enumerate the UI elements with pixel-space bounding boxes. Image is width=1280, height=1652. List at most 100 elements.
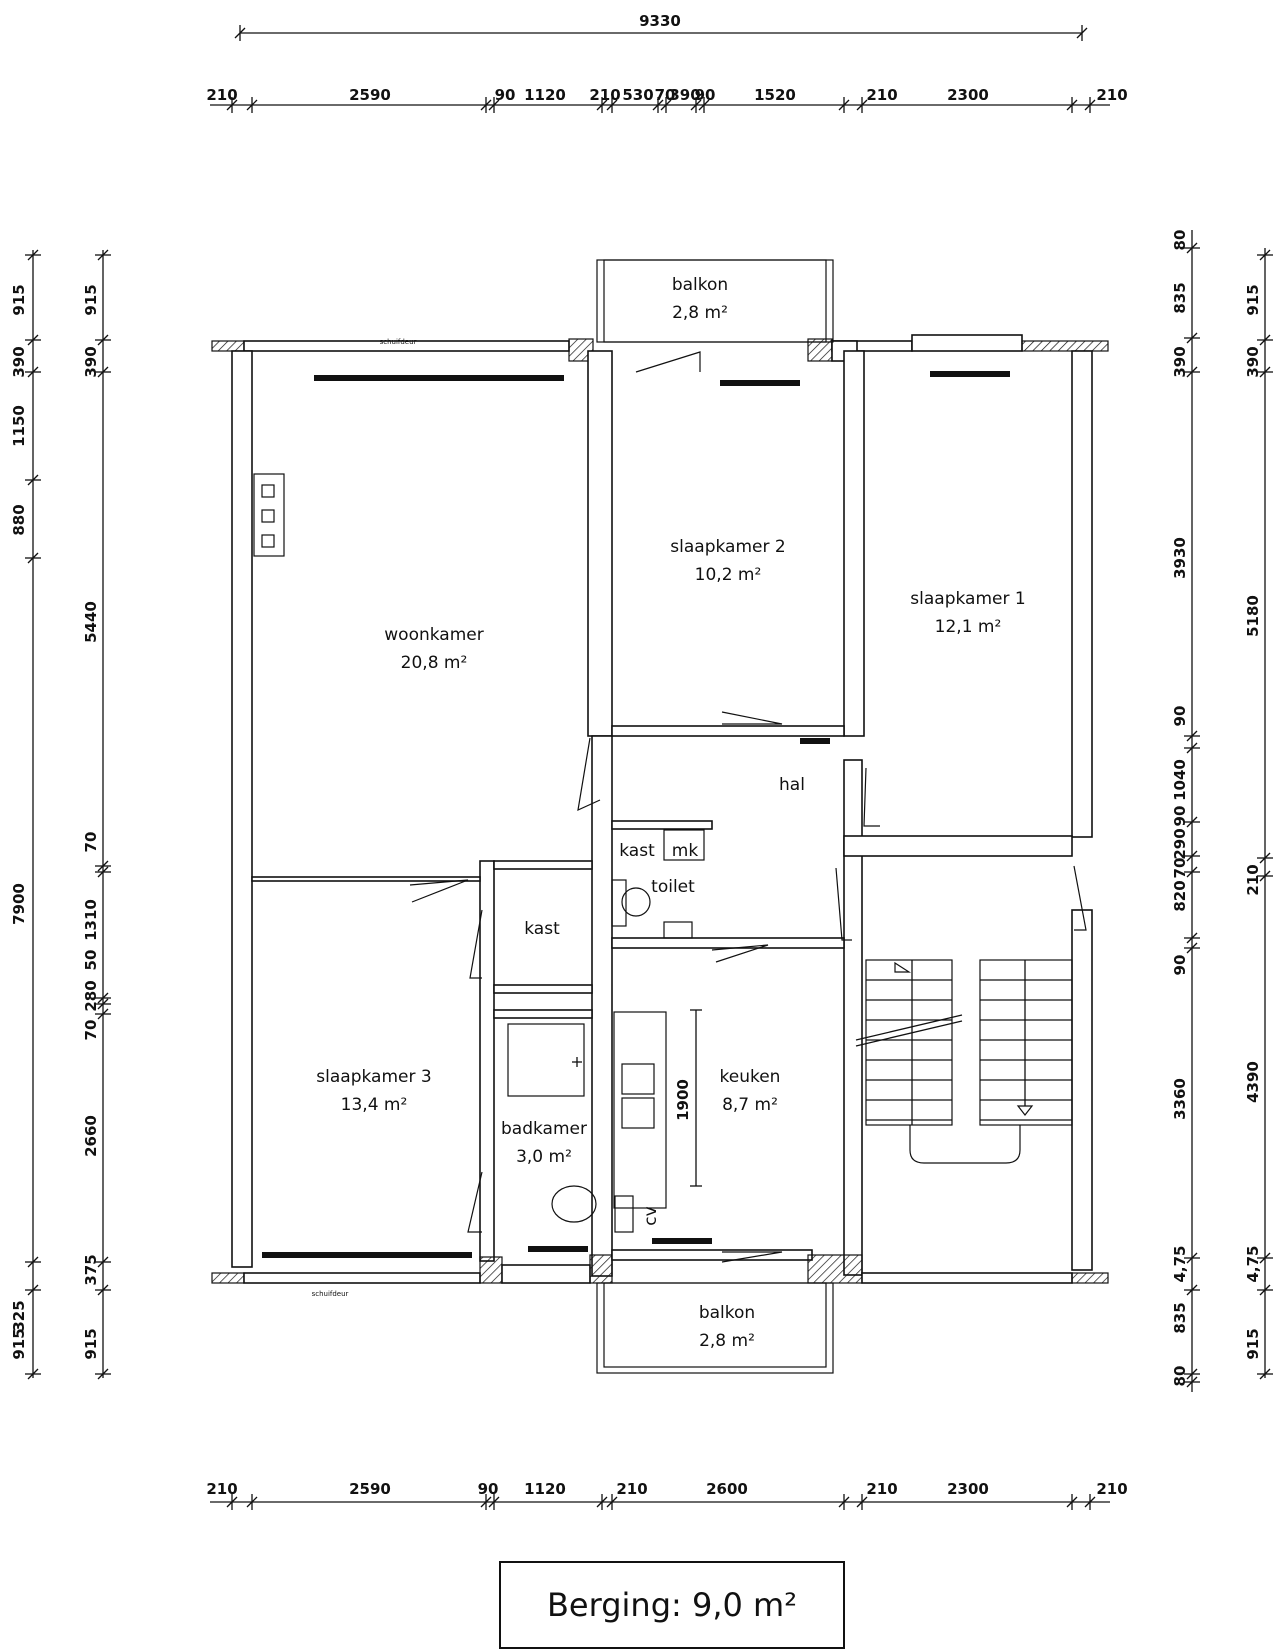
slaapkamer3-area: 13,4 m² [341, 1095, 408, 1115]
dim-right-inner-7: 290 [1171, 828, 1189, 859]
dim-bottom-6: 210 [866, 1480, 897, 1498]
dim-right-outer-5: 4,75 [1244, 1245, 1262, 1282]
dim-right-inner-4: 90 [1171, 706, 1189, 727]
dim-left-inner-3: 70 [82, 832, 100, 853]
mk-name: mk [672, 841, 699, 861]
dim-right-inner-10: 90 [1171, 955, 1189, 976]
dim-left-inner-6: 280 [82, 980, 100, 1011]
left-inner-dimension-column: 915 390 5440 70 1310 50 280 70 2660 375 915 [82, 284, 100, 1359]
dim-left-inner-9: 375 [82, 1254, 100, 1285]
dim-left-outer-4: 7900 [10, 883, 28, 925]
dim-right-inner-2: 390 [1171, 346, 1189, 377]
dim-left-inner-0: 915 [82, 284, 100, 315]
bathroom-fixtures [507, 829, 705, 1233]
dim-right-outer-4: 4390 [1244, 1061, 1262, 1103]
woonkamer-name: woonkamer [384, 625, 483, 645]
walls [211, 259, 1109, 1374]
balkon-top-area: 2,8 m² [672, 303, 728, 323]
stairs [855, 959, 1073, 1164]
dim-top-11: 2300 [947, 86, 989, 104]
dim-top-9: 1520 [754, 86, 796, 104]
dimension-ticks [25, 97, 1273, 1510]
berging-label: Berging: 9,0 m² [547, 1586, 797, 1624]
kitchen-counter: 1900 [613, 1009, 702, 1209]
dim-bottom-4: 210 [616, 1480, 647, 1498]
dim-top-12: 210 [1096, 86, 1127, 104]
door-swings [409, 351, 1087, 1263]
badkamer-area: 3,0 m² [516, 1147, 572, 1167]
right-inner-dimension-column: 80835390393090104090290708209033604,7583… [1171, 230, 1189, 1387]
dim-left-inner-5: 50 [82, 950, 100, 971]
dim-right-inner-9: 820 [1171, 880, 1189, 911]
dim-bottom-0: 210 [206, 1480, 237, 1498]
dim-right-inner-13: 835 [1171, 1302, 1189, 1333]
dim-right-inner-6: 90 [1171, 806, 1189, 827]
dim-right-outer-2: 5180 [1244, 595, 1262, 637]
dimension-lines [32, 25, 1266, 1503]
dim-right-inner-12: 4,75 [1171, 1245, 1189, 1282]
dim-top-8: 90 [695, 86, 716, 104]
dim-total-width: 9330 [639, 12, 681, 30]
dim-left-inner-2: 5440 [82, 601, 100, 643]
dim-right-outer-6: 915 [1244, 1328, 1262, 1359]
kast-large-name: kast [524, 919, 560, 939]
dim-bottom-5: 2600 [706, 1480, 748, 1498]
slaapkamer3-name: slaapkamer 3 [316, 1067, 431, 1087]
balkon-bottom-area: 2,8 m² [699, 1331, 755, 1351]
dim-top-2: 90 [495, 86, 516, 104]
keuken-area: 8,7 m² [722, 1095, 778, 1115]
slaapkamer2-area: 10,2 m² [695, 565, 762, 585]
dim-right-inner-3: 3930 [1171, 537, 1189, 579]
dim-left-inner-1: 390 [82, 346, 100, 377]
kitchen-length-label: 1900 [674, 1079, 692, 1121]
dim-bottom-7: 2300 [947, 1480, 989, 1498]
dim-right-inner-1: 835 [1171, 282, 1189, 313]
toilet-name: toilet [651, 877, 695, 897]
dim-left-outer-5: 325 [10, 1300, 28, 1331]
slaapkamer1-area: 12,1 m² [935, 617, 1002, 637]
slaapkamer1-name: slaapkamer 1 [910, 589, 1025, 609]
balkon-top-name: balkon [672, 275, 728, 295]
dim-right-inner-11: 3360 [1171, 1078, 1189, 1120]
cv-name: cv [641, 1206, 661, 1225]
dim-left-inner-4: 1310 [82, 899, 100, 941]
kast-small-name: kast [619, 841, 655, 861]
dim-right-inner-0: 80 [1171, 230, 1189, 251]
dim-right-inner-8: 70 [1171, 858, 1189, 879]
balkon-bottom-name: balkon [699, 1303, 755, 1323]
dim-right-inner-14: 80 [1171, 1366, 1189, 1387]
dim-left-inner-7: 70 [82, 1020, 100, 1041]
dim-top-4: 210 [589, 86, 620, 104]
meter-box [253, 473, 285, 557]
dim-right-outer-0: 915 [1244, 284, 1262, 315]
dim-right-outer-3: 210 [1244, 864, 1262, 895]
woonkamer-area: 20,8 m² [401, 653, 468, 673]
dim-left-inner-8: 2660 [82, 1115, 100, 1157]
dim-top-6: 70 [655, 86, 676, 104]
dim-left-outer-3: 880 [10, 504, 28, 535]
keuken-name: keuken [720, 1067, 781, 1087]
schuifdeur-top-label: schuifdeur [380, 338, 417, 346]
dim-bottom-1: 2590 [349, 1480, 391, 1498]
schuifdeur-bottom-label: schuifdeur [312, 1290, 349, 1298]
dim-left-outer-6: 915 [10, 1328, 28, 1359]
dim-top-0: 210 [206, 86, 237, 104]
windows [262, 371, 1010, 1258]
room-labels: balkon 2,8 m² slaapkamer 2 10,2 m² slaap… [312, 275, 1026, 1351]
dim-left-outer-1: 390 [10, 346, 28, 377]
dim-left-outer-0: 915 [10, 284, 28, 315]
berging-box: Berging: 9,0 m² [499, 1561, 845, 1649]
dim-bottom-2: 90 [478, 1480, 499, 1498]
slaapkamer2-name: slaapkamer 2 [670, 537, 785, 557]
dim-top-7: 390 [669, 86, 700, 104]
dim-left-inner-10: 915 [82, 1328, 100, 1359]
dim-left-outer-2: 1150 [10, 405, 28, 447]
dim-right-inner-5: 1040 [1171, 759, 1189, 801]
dim-bottom-8: 210 [1096, 1480, 1127, 1498]
dim-top-3: 1120 [524, 86, 566, 104]
